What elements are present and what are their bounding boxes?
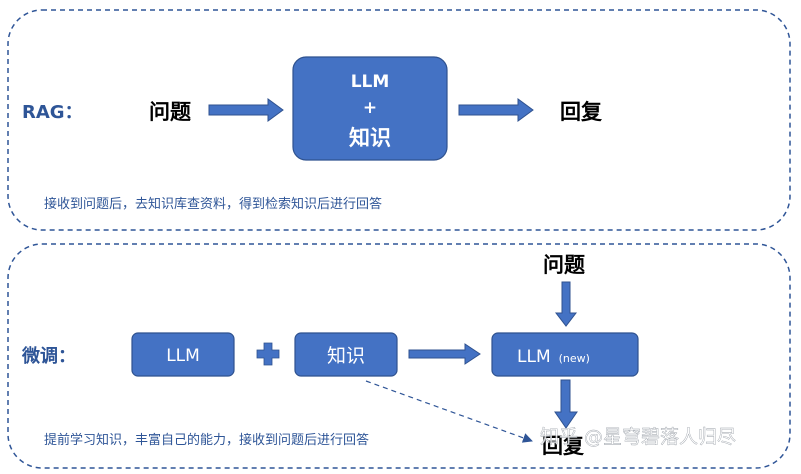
finetune-knowledge-box [294, 332, 398, 377]
rag-box-knowledge-text: 知识 [349, 126, 391, 150]
watermark-text: 知乎 @星穹碧落人归尽 [540, 426, 736, 448]
finetune-answer-text: 回复 [542, 434, 585, 458]
rag-label: RAG： [22, 102, 83, 123]
finetune-caption: 提前学习知识，丰富自己的能力，接收到问题后进行回答 [44, 432, 369, 448]
finetune-llm-new-box [491, 332, 639, 377]
finetune-knowledge-text: 知识 [327, 345, 365, 367]
rag-llm-knowledge-box [292, 56, 448, 161]
finetune-label: 微调： [21, 345, 76, 367]
finetune-llm-box [131, 332, 235, 377]
finetune-llm-new-suffix: (new) [559, 352, 590, 365]
finetune-arrow-knowledge-to-llm-new [408, 343, 481, 365]
rag-answer-text: 回复 [560, 100, 603, 124]
rag-box-plus-text: + [363, 98, 377, 118]
finetune-llm-new-text: LLM (new) [517, 347, 590, 367]
rag-arrow-llm-to-answer [458, 98, 534, 122]
finetune-panel [7, 243, 791, 469]
rag-box-llm-text: LLM [351, 72, 390, 92]
rag-arrow-question-to-llm [208, 98, 284, 122]
finetune-question-text: 问题 [543, 253, 586, 277]
finetune-dashed-arrow-knowledge-to-answer [365, 380, 533, 443]
finetune-plus-icon [256, 342, 280, 366]
finetune-arrow-llm-new-to-answer [554, 379, 578, 429]
finetune-llm-text: LLM [166, 346, 200, 366]
rag-question-text: 问题 [149, 100, 192, 124]
rag-caption: 接收到问题后，去知识库查资料，得到检索知识后进行回答 [44, 196, 382, 212]
finetune-arrow-question-to-llm-new [554, 281, 578, 327]
finetune-llm-new-main: LLM [517, 347, 551, 367]
